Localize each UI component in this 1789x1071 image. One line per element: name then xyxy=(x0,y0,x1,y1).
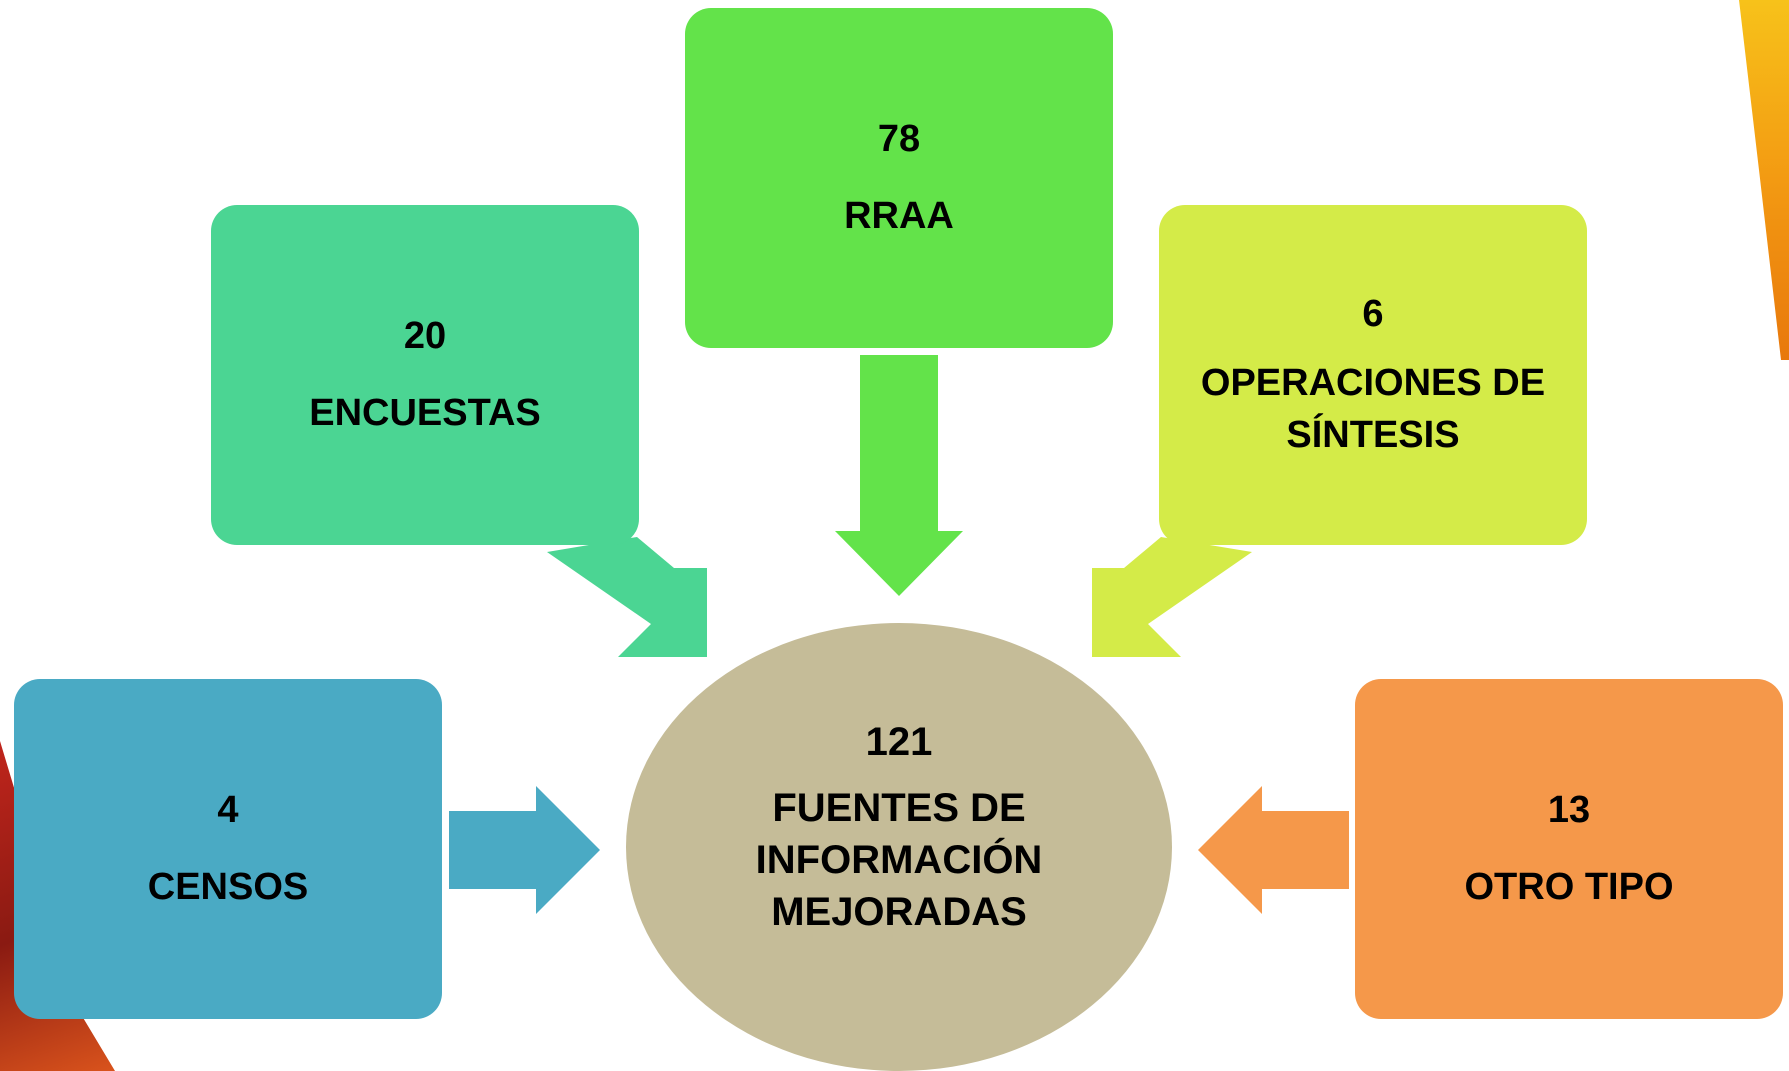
center-ellipse: 121 FUENTES DE INFORMACIÓN MEJORADAS xyxy=(626,623,1172,1071)
arrow-otro xyxy=(1198,786,1349,914)
sintesis-count: 6 xyxy=(1362,293,1384,336)
otro-count: 13 xyxy=(1547,788,1591,831)
box-censos: 4 CENSOS xyxy=(14,679,442,1019)
encuestas-label: ENCUESTAS xyxy=(309,392,541,434)
box-otro-tipo: 13 OTRO TIPO xyxy=(1355,679,1783,1019)
box-encuestas: 20 ENCUESTAS xyxy=(211,205,639,545)
sintesis-label: OPERACIONES DE SÍNTESIS xyxy=(1200,362,1546,456)
encuestas-count: 20 xyxy=(403,314,447,357)
box-sintesis: 6 OPERACIONES DE SÍNTESIS xyxy=(1159,205,1587,545)
censos-label: CENSOS xyxy=(147,866,309,908)
arrow-sintesis xyxy=(1092,537,1252,657)
center-count: 121 xyxy=(865,720,933,764)
rraa-count: 78 xyxy=(877,117,921,160)
arrow-encuestas xyxy=(547,537,707,657)
rraa-label: RRAA xyxy=(844,195,954,237)
censos-count: 4 xyxy=(217,788,239,831)
arrow-censos xyxy=(449,786,600,914)
otro-label: OTRO TIPO xyxy=(1464,866,1674,908)
arrow-rraa xyxy=(835,355,963,596)
center-label: FUENTES DE INFORMACIÓN MEJORADAS xyxy=(755,786,1043,934)
box-rraa: 78 RRAA xyxy=(685,8,1113,348)
